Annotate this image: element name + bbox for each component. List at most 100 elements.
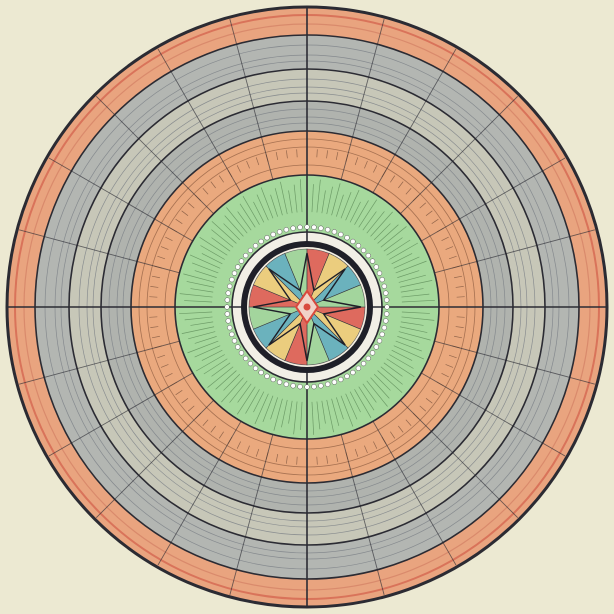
green-tick-89 bbox=[299, 179, 303, 213]
bead-dot-28 bbox=[243, 355, 249, 362]
green-tick-85 bbox=[274, 188, 283, 216]
orange-tick-55 bbox=[165, 236, 173, 241]
band-spoke-5 bbox=[340, 434, 385, 595]
green-tick-19 bbox=[358, 386, 375, 411]
green-tick-79 bbox=[239, 203, 256, 228]
band-spoke-3 bbox=[400, 400, 519, 519]
orange-tick-3 bbox=[454, 335, 463, 339]
green-tick-29 bbox=[311, 401, 315, 435]
green-tick-2 bbox=[401, 316, 435, 321]
band-spoke-7 bbox=[229, 434, 274, 595]
green-tick-62 bbox=[179, 293, 213, 298]
orange-tick-31 bbox=[236, 441, 241, 449]
bead-dot-33 bbox=[227, 325, 233, 331]
bead-dot-4 bbox=[379, 331, 385, 338]
orange-tick-83 bbox=[405, 187, 412, 195]
orange-tick-25 bbox=[296, 456, 298, 465]
orange-tick-23 bbox=[316, 456, 318, 465]
green-tick-109 bbox=[386, 239, 411, 256]
bead-dot-42 bbox=[235, 264, 241, 270]
green-tick-8 bbox=[393, 345, 425, 360]
orange-tick-75 bbox=[335, 151, 339, 160]
green-tick-113 bbox=[395, 260, 427, 274]
orange-tick-26 bbox=[286, 455, 288, 464]
band-spoke-16 bbox=[157, 48, 242, 193]
green-tick-77 bbox=[226, 207, 248, 234]
band-spoke-13 bbox=[19, 229, 180, 274]
green-tick-80 bbox=[242, 195, 260, 225]
bead-dot-7 bbox=[369, 350, 376, 356]
band-spoke-20 bbox=[372, 48, 457, 193]
band-spoke-19 bbox=[340, 19, 385, 180]
green-tick-21 bbox=[349, 391, 361, 413]
green-tick-41 bbox=[236, 386, 256, 415]
band-spoke-15 bbox=[95, 95, 214, 214]
orange-tick-90 bbox=[445, 246, 454, 250]
green-tick-97 bbox=[340, 192, 352, 219]
green-tick-94 bbox=[326, 186, 333, 215]
orange-tick-7 bbox=[441, 373, 449, 378]
orange-tick-78 bbox=[364, 160, 368, 169]
green-tick-1 bbox=[401, 311, 430, 314]
orange-tick-69 bbox=[275, 151, 279, 160]
band-spoke-2 bbox=[421, 372, 566, 457]
green-tick-116 bbox=[399, 280, 433, 288]
green-tick-59 bbox=[179, 311, 213, 315]
band-spoke-17 bbox=[229, 19, 274, 180]
bead-dot-19 bbox=[297, 384, 303, 390]
orange-tick-21 bbox=[335, 454, 339, 463]
orange-tick-52 bbox=[154, 265, 163, 269]
bead-dot-44 bbox=[243, 252, 249, 259]
green-tick-81 bbox=[253, 201, 265, 223]
orange-tick-10 bbox=[425, 398, 433, 404]
bead-dot-58 bbox=[331, 229, 338, 235]
bead-dot-61 bbox=[350, 238, 356, 245]
green-tick-102 bbox=[362, 211, 377, 231]
green-tick-7 bbox=[395, 340, 422, 352]
green-tick-117 bbox=[400, 288, 424, 293]
bead-dot-9 bbox=[360, 360, 367, 367]
bead-dot-41 bbox=[231, 270, 238, 276]
bead-dot-26 bbox=[252, 365, 259, 371]
bead-dot-31 bbox=[231, 338, 238, 344]
green-tick-101 bbox=[358, 199, 378, 228]
orange-tick-1 bbox=[456, 316, 465, 318]
bead-dot-18 bbox=[304, 384, 310, 390]
bead-dot-8 bbox=[365, 355, 371, 362]
green-tick-51 bbox=[201, 349, 223, 361]
green-tick-31 bbox=[300, 401, 303, 430]
orange-tick-19 bbox=[354, 448, 359, 457]
compass-star-icon bbox=[252, 252, 362, 362]
green-tick-105 bbox=[373, 223, 391, 241]
green-tick-26 bbox=[326, 399, 334, 433]
orange-tick-80 bbox=[381, 169, 387, 178]
green-tick-69 bbox=[201, 253, 223, 265]
orange-tick-22 bbox=[326, 455, 328, 464]
bead-dot-29 bbox=[238, 350, 245, 356]
bead-dot-67 bbox=[376, 270, 383, 276]
orange-tick-9 bbox=[431, 390, 439, 396]
green-tick-42 bbox=[237, 383, 252, 403]
green-tick-93 bbox=[321, 190, 326, 214]
green-tick-16 bbox=[370, 377, 390, 399]
orange-tick-12 bbox=[412, 412, 419, 419]
green-tick-84 bbox=[270, 194, 278, 217]
bead-dot-49 bbox=[270, 231, 276, 238]
bead-dot-10 bbox=[355, 365, 362, 371]
bead-dot-27 bbox=[247, 360, 254, 367]
bead-dot-46 bbox=[252, 243, 259, 249]
orange-tick-20 bbox=[345, 451, 349, 460]
green-tick-66 bbox=[194, 270, 217, 278]
band-spoke-22 bbox=[421, 157, 566, 242]
orange-tick-43 bbox=[157, 354, 166, 359]
green-tick-12 bbox=[383, 362, 403, 377]
bead-dot-59 bbox=[338, 231, 344, 238]
bead-dot-22 bbox=[276, 379, 283, 385]
green-tick-34 bbox=[281, 399, 288, 428]
orange-tick-49 bbox=[149, 296, 158, 298]
green-tick-95 bbox=[331, 183, 341, 216]
green-tick-33 bbox=[288, 400, 293, 424]
green-tick-119 bbox=[401, 299, 435, 303]
band-spoke-4 bbox=[372, 421, 457, 566]
